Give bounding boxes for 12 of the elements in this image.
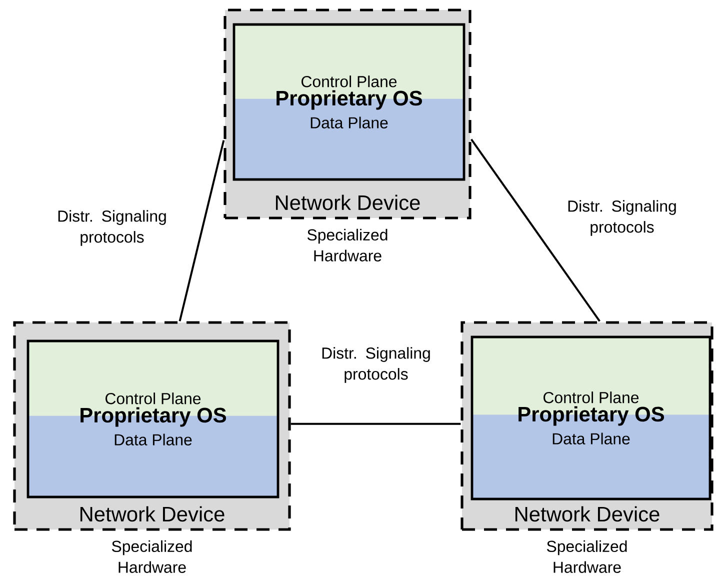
connector-line	[470, 138, 600, 322]
hardware-caption: Specialized Hardware	[307, 228, 388, 262]
edge-label: Distr. Signaling protocols	[568, 200, 676, 236]
os-box: Control Plane Proprietary OS Data Plane	[232, 23, 466, 181]
edge-label: Distr. Signaling protocols	[58, 210, 166, 246]
connector-line	[178, 140, 225, 322]
hardware-caption: Specialized Hardware	[546, 540, 627, 573]
connector-line	[290, 422, 461, 425]
hardware-caption: Specialized Hardware	[112, 540, 192, 573]
os-box: Control Plane Proprietary OS Data Plane	[26, 340, 280, 498]
edge-label: Distr. Signaling protocols	[322, 347, 430, 383]
os-box: Control Plane Proprietary OS Data Plane	[470, 336, 712, 500]
